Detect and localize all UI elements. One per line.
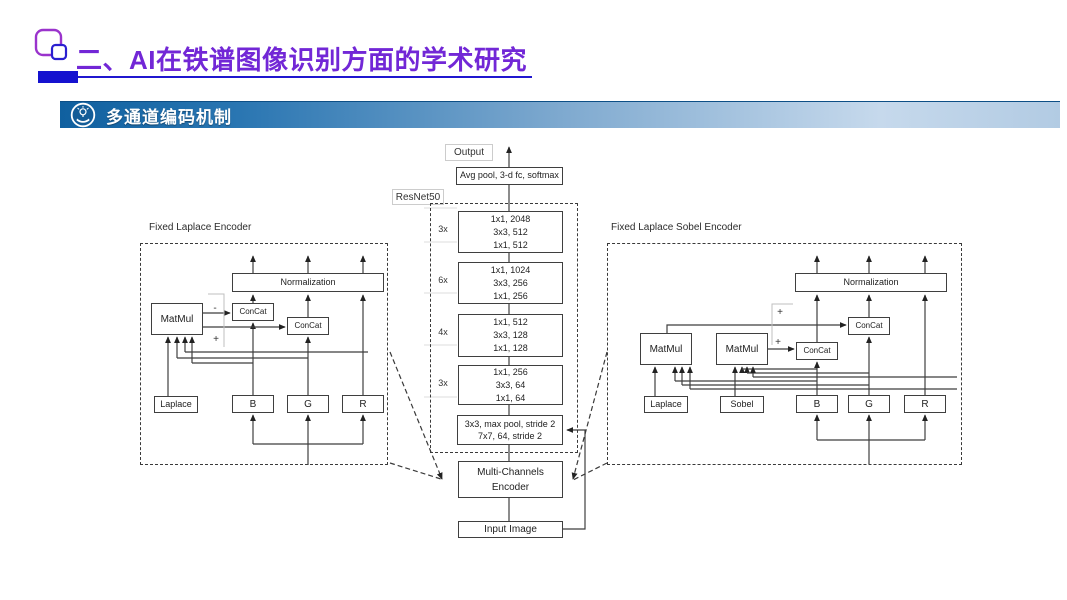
block1-line3: 1x1, 512 — [493, 239, 528, 250]
left-concat1-box: ConCat — [232, 303, 274, 321]
block1-line2: 3x3, 512 — [493, 226, 528, 237]
right-laplace-box: Laplace — [644, 396, 688, 413]
title-underline — [78, 76, 532, 78]
resnet50-label: ResNet50 — [392, 189, 444, 205]
stem-line2: 7x7, 64, stride 2 — [477, 431, 543, 441]
left-concat2-box: ConCat — [287, 317, 329, 335]
left-encoder-dashed-box — [140, 243, 388, 465]
block2-multiplier: 6x — [438, 275, 448, 285]
multi-channels-encoder-box: Multi-Channels Encoder — [458, 461, 563, 498]
right-matmul2-box: MatMul — [716, 333, 768, 365]
input-image-box: Input Image — [458, 521, 563, 538]
mce-line2: Encoder — [491, 481, 530, 493]
left-normalization-box: Normalization — [232, 273, 384, 292]
right-encoder-dashed-box — [607, 243, 962, 465]
right-plus-lower-sign: + — [775, 336, 781, 348]
left-plus-sign: + — [213, 333, 219, 345]
resnet-block-1: 1x1, 2048 3x3, 512 1x1, 512 — [458, 211, 563, 253]
left-encoder-connectors — [165, 255, 368, 465]
block4-multiplier: 3x — [438, 378, 448, 388]
stem-line1: 3x3, max pool, stride 2 — [464, 419, 556, 429]
resnet-block-4: 1x1, 256 3x3, 64 1x1, 64 — [458, 365, 563, 405]
left-r-box: R — [342, 395, 384, 413]
block1-line1: 1x1, 2048 — [490, 213, 531, 224]
right-r-box: R — [904, 395, 946, 413]
avgpool-box: Avg pool, 3-d fc, softmax — [456, 167, 563, 185]
block2-line1: 1x1, 1024 — [490, 264, 531, 275]
right-plus-upper-sign: + — [777, 306, 783, 318]
right-concat-upper-box: ConCat — [848, 317, 890, 335]
resnet-block-3: 1x1, 512 3x3, 128 1x1, 128 — [458, 314, 563, 357]
callout-wedges — [389, 351, 608, 481]
block3-line2: 3x3, 128 — [493, 330, 528, 340]
resnet-block-2: 1x1, 1024 3x3, 256 1x1, 256 — [458, 262, 563, 304]
right-b-box: B — [796, 395, 838, 413]
block4-line3: 1x1, 64 — [495, 392, 526, 403]
block3-line3: 1x1, 128 — [493, 343, 528, 353]
title-underline-accent — [38, 71, 78, 83]
block4-line2: 3x3, 64 — [495, 379, 526, 390]
left-matmul-box: MatMul — [151, 303, 203, 335]
right-encoder-connectors — [652, 255, 957, 464]
page-title: 二、AI在铁谱图像识别方面的学术研究 — [76, 45, 528, 75]
central-stack-connectors — [424, 146, 586, 530]
section-banner: 多通道编码机制 — [60, 101, 1060, 128]
right-g-box: G — [848, 395, 890, 413]
title-squares-icon — [34, 28, 68, 61]
block3-multiplier: 4x — [438, 327, 448, 337]
left-encoder-title: Fixed Laplace Encoder — [149, 222, 252, 233]
right-normalization-box: Normalization — [795, 273, 947, 292]
block4-line1: 1x1, 256 — [493, 366, 528, 377]
right-encoder-title: Fixed Laplace Sobel Encoder — [611, 222, 742, 233]
lightbulb-hand-icon — [70, 102, 96, 128]
output-label: Output — [445, 144, 493, 161]
mce-line1: Multi-Channels — [477, 466, 544, 478]
right-matmul1-box: MatMul — [640, 333, 692, 365]
left-g-box: G — [287, 395, 329, 413]
block2-line3: 1x1, 256 — [493, 290, 528, 301]
block3-line1: 1x1, 512 — [493, 317, 528, 327]
block1-multiplier: 3x — [438, 224, 448, 234]
left-b-box: B — [232, 395, 274, 413]
stem-box: 3x3, max pool, stride 2 7x7, 64, stride … — [457, 415, 563, 445]
right-sobel-box: Sobel — [720, 396, 764, 413]
left-minus-sign: - — [213, 302, 217, 314]
left-laplace-box: Laplace — [154, 396, 198, 413]
section-title: 多通道编码机制 — [106, 107, 232, 127]
block2-line2: 3x3, 256 — [493, 277, 528, 288]
resnet50-dashed-box — [430, 203, 578, 453]
right-concat-lower-box: ConCat — [796, 342, 838, 360]
